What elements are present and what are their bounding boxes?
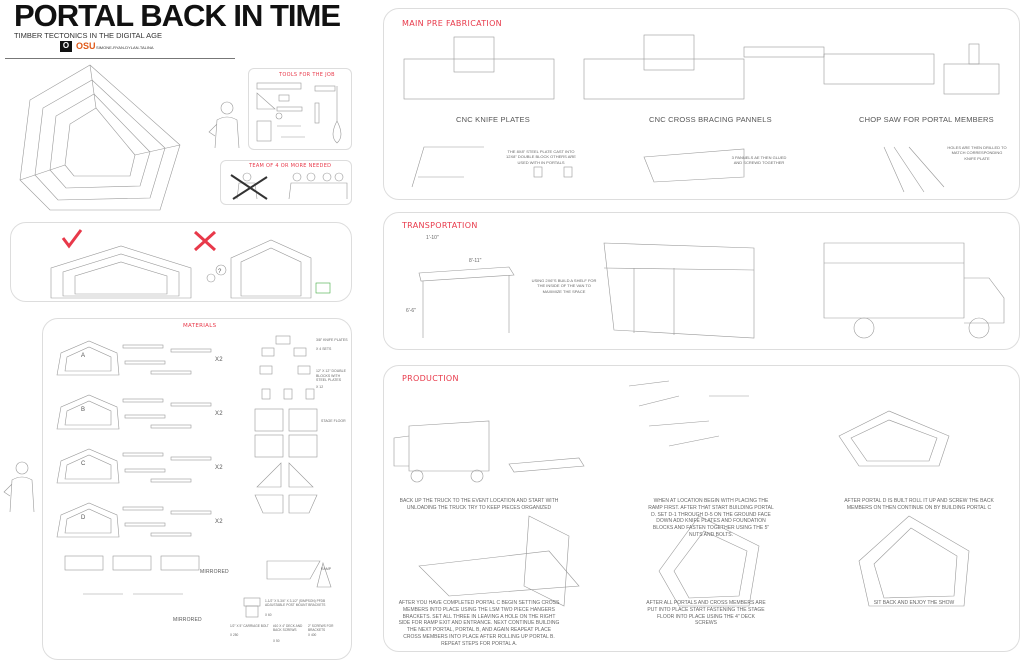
- prefab-details-drawing: [411, 146, 945, 193]
- portal-members-B: [122, 398, 212, 429]
- transport-note: USING 2X6"s BUILD A SHELF FOR THE INSIDE…: [531, 278, 597, 294]
- portal-letter: C: [81, 461, 86, 467]
- dim-height: 6'-6": [406, 308, 416, 314]
- cnc-machines-drawing: [403, 34, 1000, 100]
- prefab-step-cross-bracing: CNC CROSS BRACING PANNELS: [649, 115, 772, 124]
- materials-title: MATERIALS: [183, 323, 217, 329]
- portal-members-A: [122, 344, 212, 375]
- bolt-count: x 250: [230, 633, 239, 637]
- production-title: PRODUCTION: [402, 374, 459, 383]
- ramp-drawing: [266, 560, 332, 588]
- ramp-label: RAMP: [321, 567, 332, 571]
- mirrored-label: MIRRORED: [173, 617, 202, 623]
- mirrored-label: MIRRORED: [200, 569, 229, 575]
- bolt-label: 1/2" x 5" CARRIAGE BOLT: [230, 624, 269, 628]
- stage-floor-drawing: [254, 408, 318, 514]
- prefab-step-chop-saw: CHOP SAW FOR PORTAL MEMBERS: [859, 115, 994, 124]
- bracket-count: x 60: [265, 613, 272, 617]
- correct-portal-illustration: [50, 229, 192, 299]
- team-illustration: [230, 172, 348, 200]
- portal-count: x2: [215, 465, 223, 471]
- production-step-3: AFTER PORTAL D IS BUILT ROLL IT UP AND S…: [844, 498, 994, 511]
- cross-members-drawing: [64, 555, 200, 595]
- screws-count: x 50: [273, 639, 280, 643]
- production-drawings: [393, 380, 970, 607]
- knife-plates-drawing: [259, 335, 315, 400]
- page-title: PORTAL BACK IN TIME: [14, 0, 341, 33]
- team-title: TEAM OF 4 OR MORE NEEDED: [249, 163, 332, 169]
- tools-panel: TOOLS FOR THE JOB: [248, 68, 352, 150]
- portal-count: x2: [215, 411, 223, 417]
- production-step-2: WHEN AT LOCATION BEGIN WITH PLACING THE …: [648, 498, 774, 538]
- portal-illustration: [19, 64, 181, 211]
- production-step-5: AFTER ALL PORTALS AND CROSS MEMBERS ARE …: [646, 600, 766, 627]
- portal-letter: A: [81, 353, 86, 359]
- portal-letter: D: [81, 515, 86, 521]
- prefab-note-panels: 3 PANNELS AE THEN GLUED AND SCREWD TOGET…: [731, 155, 787, 166]
- production-panel: PRODUCTION BACK UP THE TRUCK TO THE EVEN…: [383, 365, 1020, 652]
- knife-plates-label: 3/8" KNIFE PLATES: [316, 338, 348, 342]
- bracket-drawing: [243, 597, 261, 618]
- transport-title: TRANSPORTATION: [402, 221, 478, 230]
- blocks-count: x 12: [316, 385, 324, 389]
- bracket-screws-count: x 400: [308, 633, 317, 637]
- portal-outline-C: [56, 448, 120, 484]
- production-step-6: SIT BACK AND ENJOY THE SHOW: [873, 600, 955, 606]
- incorrect-portal-illustration: ?: [193, 230, 331, 299]
- truck-drawing: [823, 242, 1005, 339]
- divider: [5, 58, 235, 59]
- logo-o: O: [60, 41, 72, 52]
- person-figure-icon: [3, 461, 35, 513]
- authors: SIMONE-RYAN-DYLAN-TALINA: [96, 45, 154, 50]
- blocks-label: 12" x 12" DOUBLE BLOCKS WITH STEEL PLATE…: [316, 369, 346, 383]
- screws-label: #10 x 4" DECK AND BACK SCREWS: [273, 624, 303, 633]
- prefab-note-knife: THE 8X8" STEEL PLATE CAST INTO 12X8" DOU…: [506, 149, 576, 165]
- team-panel: TEAM OF 4 OR MORE NEEDED: [220, 160, 352, 205]
- subtitle: TIMBER TECTONICS IN THE DIGITAL AGE: [14, 31, 162, 40]
- production-step-1: BACK UP THE TRUCK TO THE EVENT LOCATION …: [399, 498, 559, 511]
- dim-width: 8'-11": [469, 258, 482, 264]
- prefab-title: MAIN PRE FABRICATION: [402, 19, 502, 28]
- prefab-step-cnc-knife: CNC KNIFE PLATES: [456, 115, 530, 124]
- transportation-panel: TRANSPORTATION 8'-11" 6'-6" 1'-10" USING…: [383, 212, 1020, 350]
- portal-outline-D: [56, 502, 120, 538]
- prefab-panel: MAIN PRE FABRICATION CNC KNIFE PLATES CN…: [383, 8, 1020, 200]
- shelf-drawing: [418, 266, 515, 338]
- portal-count: x2: [215, 357, 223, 363]
- portal-outline-B: [56, 394, 120, 430]
- svg-text:?: ?: [218, 269, 222, 275]
- knife-plates-count: x 4 SETS: [316, 347, 332, 351]
- assembly-check-panel: ?: [10, 222, 352, 302]
- person-figure-icon: [208, 101, 240, 149]
- portal-outline-A: [56, 340, 120, 376]
- materials-panel: MATERIALS A x2 B x2 C x2 D x2 MIRRORED M…: [42, 318, 352, 660]
- logo-osu: OSU: [76, 41, 96, 51]
- van-interior-drawing: [603, 242, 755, 339]
- portal-members-D: [122, 506, 212, 537]
- portal-letter: B: [81, 407, 86, 413]
- dim-depth: 1'-10": [426, 235, 439, 241]
- bracket-label: 1-1/2" x 5-3/4" x 3-1/2" (SIMPSON) PFDB …: [265, 599, 326, 608]
- tools-icons: [256, 82, 342, 144]
- stage-floor-label: STAGE FLOOR: [321, 419, 346, 423]
- portal-members-C: [122, 452, 212, 483]
- bracket-screws-label: 2" SCREWS FOR BRACKETS: [308, 624, 334, 633]
- production-step-4: AFTER YOU HAVE COMPLETED PORTAL C BEGIN …: [398, 600, 560, 647]
- tools-title: TOOLS FOR THE JOB: [279, 72, 335, 78]
- portal-count: x2: [215, 519, 223, 525]
- prefab-note-holes: HOLES ARE THEN DRILLED TO MATCH CORRESPO…: [947, 145, 1007, 161]
